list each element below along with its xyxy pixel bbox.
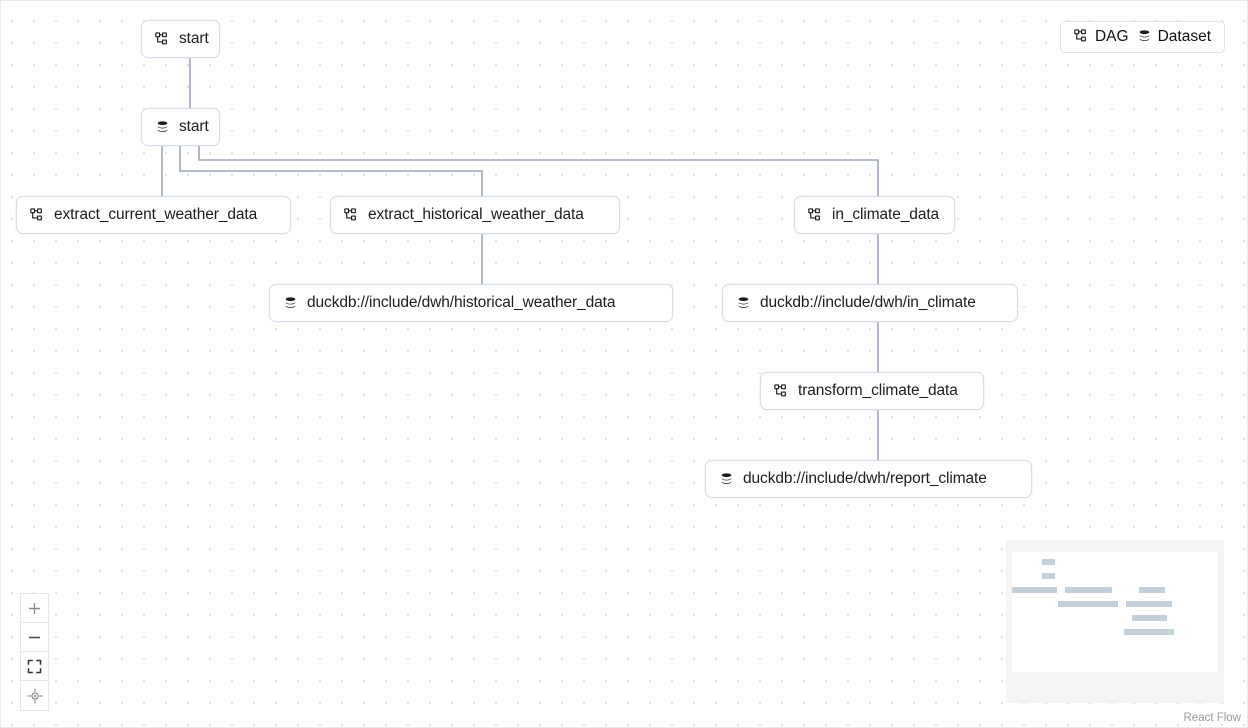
minimap[interactable]	[1006, 540, 1224, 703]
lock-interactivity-icon	[26, 687, 43, 704]
minimap-node-dwh-historical	[1058, 601, 1118, 607]
minimap-node-extract-current	[1012, 587, 1057, 593]
minimap-viewport[interactable]	[1012, 552, 1218, 672]
lock-interactivity-button[interactable]	[21, 681, 48, 710]
dag-icon	[30, 207, 45, 223]
graph-node-label: duckdb://include/dwh/report_climate	[743, 470, 987, 488]
graph-node-label: extract_current_weather_data	[54, 206, 258, 224]
minimap-node-start-dag	[1042, 559, 1055, 565]
zoom-in-button[interactable]	[21, 594, 48, 623]
dataset-icon	[736, 296, 751, 311]
minimap-node-in-climate-data	[1139, 587, 1165, 593]
fit-view-button[interactable]	[21, 652, 48, 681]
zoom-out-icon	[27, 630, 42, 645]
graph-node-label: start	[179, 30, 209, 48]
dag-icon	[774, 383, 789, 399]
minimap-node-transform-climate	[1132, 615, 1167, 621]
graph-node-label: extract_historical_weather_data	[368, 206, 584, 224]
dataset-icon	[719, 472, 734, 487]
legend-item-label: Dataset	[1157, 28, 1211, 45]
graph-node-extract-historical[interactable]: extract_historical_weather_data	[330, 196, 620, 234]
zoom-controls[interactable]	[20, 593, 49, 711]
graph-node-label: transform_climate_data	[798, 382, 958, 400]
graph-node-transform-climate[interactable]: transform_climate_data	[760, 372, 984, 410]
dag-icon	[1074, 29, 1089, 44]
dataset-icon	[283, 296, 298, 311]
dataset-icon	[1137, 29, 1152, 44]
graph-edge-e-start-extract-historical	[179, 146, 483, 196]
minimap-node-start-dataset	[1042, 573, 1055, 579]
graph-node-dwh-in-climate[interactable]: duckdb://include/dwh/in_climate	[722, 284, 1018, 322]
dataset-icon	[155, 120, 170, 135]
fit-view-icon	[27, 659, 42, 674]
dag-icon	[155, 31, 170, 47]
minimap-node-dwh-in-climate	[1126, 601, 1172, 607]
graph-node-dwh-report[interactable]: duckdb://include/dwh/report_climate	[705, 460, 1032, 498]
legend-item-label: DAG	[1094, 28, 1129, 45]
graph-node-dwh-historical[interactable]: duckdb://include/dwh/historical_weather_…	[269, 284, 673, 322]
graph-node-label: in_climate_data	[832, 206, 940, 224]
graph-node-label: duckdb://include/dwh/historical_weather_…	[307, 294, 616, 312]
graph-node-in-climate-data[interactable]: in_climate_data	[794, 196, 955, 234]
zoom-out-button[interactable]	[21, 623, 48, 652]
graph-node-label: start	[179, 118, 209, 136]
graph-legend: DAG Dataset	[1059, 21, 1225, 53]
dag-icon	[808, 207, 823, 223]
zoom-in-icon	[27, 601, 42, 616]
graph-node-label: duckdb://include/dwh/in_climate	[760, 294, 976, 312]
minimap-node-extract-historical	[1065, 587, 1112, 593]
graph-edge-e-start-in-climate	[198, 146, 879, 196]
minimap-node-dwh-report	[1124, 629, 1174, 635]
legend-item-dag[interactable]: DAG	[1074, 29, 1129, 45]
dag-icon	[344, 207, 359, 223]
graph-node-start-dataset[interactable]: start	[141, 108, 220, 146]
graph-node-extract-current[interactable]: extract_current_weather_data	[16, 196, 291, 234]
graph-node-start-dag[interactable]: start	[141, 20, 220, 58]
react-flow-attribution[interactable]: React Flow	[1183, 711, 1241, 724]
legend-item-dataset[interactable]: Dataset	[1137, 29, 1211, 45]
